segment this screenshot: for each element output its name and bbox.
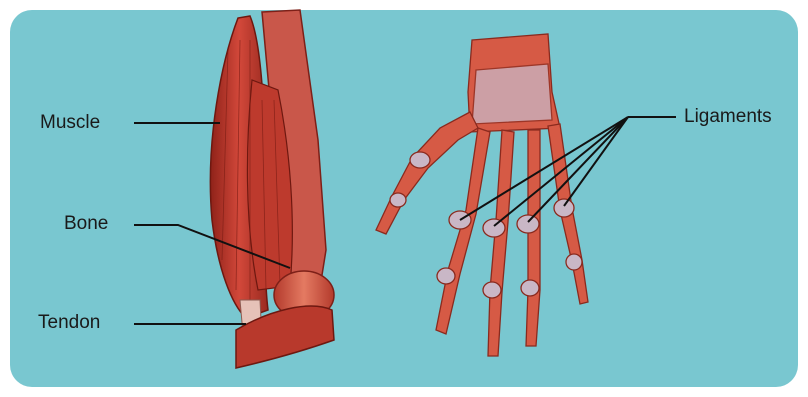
tendon-label: Tendon <box>38 312 100 334</box>
ligaments-label: Ligaments <box>684 106 772 128</box>
muscle-label: Muscle <box>40 112 100 134</box>
bone-label: Bone <box>64 213 108 235</box>
